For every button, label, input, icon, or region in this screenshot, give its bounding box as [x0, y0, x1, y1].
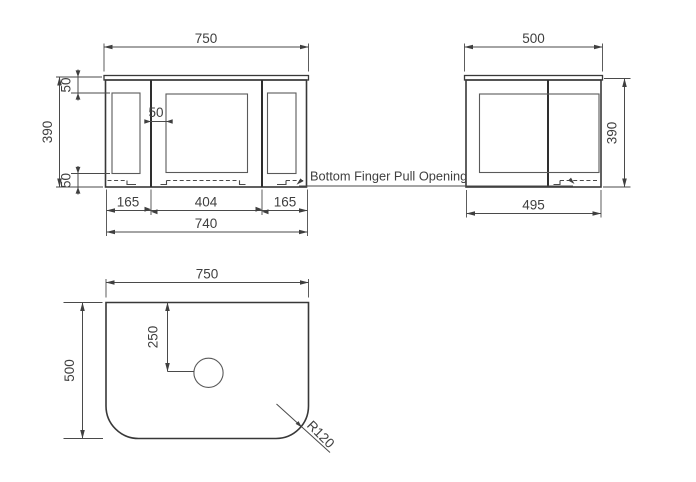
finger-pull-annotation: Bottom Finger Pull Opening	[296, 169, 575, 187]
front-carcass-width-label: 740	[195, 216, 218, 231]
side-cabinet-body	[465, 79, 602, 188]
front-right-door-width-label: 165	[274, 195, 297, 210]
plan-tap-hole-setback-dimension: 250	[146, 302, 194, 372]
plan-corner-radius-label: R120	[304, 418, 337, 451]
front-overall-width-dimension: 750	[103, 31, 309, 72]
plan-overall-width-label: 750	[196, 267, 219, 282]
finger-pull-label: Bottom Finger Pull Opening	[310, 169, 467, 184]
front-overall-height-label: 390	[40, 121, 55, 144]
front-overall-width-label: 750	[195, 31, 218, 46]
tap-hole-circle	[193, 357, 224, 388]
front-bottom-rail-label: 50	[59, 173, 74, 188]
front-finger-pull-hidden-lines	[107, 179, 305, 186]
side-overall-depth-label: 500	[522, 31, 545, 46]
front-left-door-width-label: 165	[117, 195, 140, 210]
front-elevation-view: 750 390 50 50	[40, 31, 310, 236]
plan-overall-depth-label: 500	[62, 359, 77, 382]
front-bottom-rail-dimension: 50	[59, 166, 110, 195]
front-right-door-panel	[266, 92, 297, 175]
side-carcass-depth-dimension: 495	[466, 190, 602, 218]
front-carcass-width-dimension: 740	[106, 216, 308, 235]
side-overall-height-label: 390	[605, 122, 620, 145]
benchtop-plan-view: 750 500 250 R120	[62, 267, 337, 453]
front-middle-door-panel	[165, 93, 249, 174]
plan-corner-radius-callout: R120	[276, 403, 337, 453]
side-elevation-view: 500 390 495	[463, 31, 631, 218]
front-door-stile-dimension: 50	[144, 105, 173, 124]
side-overall-height-dimension: 390	[603, 78, 631, 188]
front-door-stile-label: 50	[148, 105, 163, 120]
plan-overall-width-dimension: 750	[105, 267, 309, 298]
front-middle-door-width-label: 404	[195, 195, 218, 210]
side-door-panel	[478, 93, 600, 174]
side-finger-pull-hidden-lines	[553, 179, 600, 186]
side-carcass-depth-label: 495	[522, 198, 545, 213]
front-overall-height-dimension: 390	[40, 76, 103, 188]
plan-overall-depth-dimension: 500	[62, 302, 103, 439]
side-overall-depth-dimension: 500	[464, 31, 603, 72]
plan-tap-hole-setback-label: 250	[146, 326, 161, 349]
front-cabinet-body	[104, 79, 308, 188]
benchtop-outline	[105, 301, 310, 440]
front-top-rail-label: 50	[59, 77, 74, 92]
front-door-widths-dimension: 165 404 165	[106, 189, 308, 236]
front-left-door-panel	[111, 92, 141, 175]
front-top-rail-dimension: 50	[59, 69, 110, 101]
